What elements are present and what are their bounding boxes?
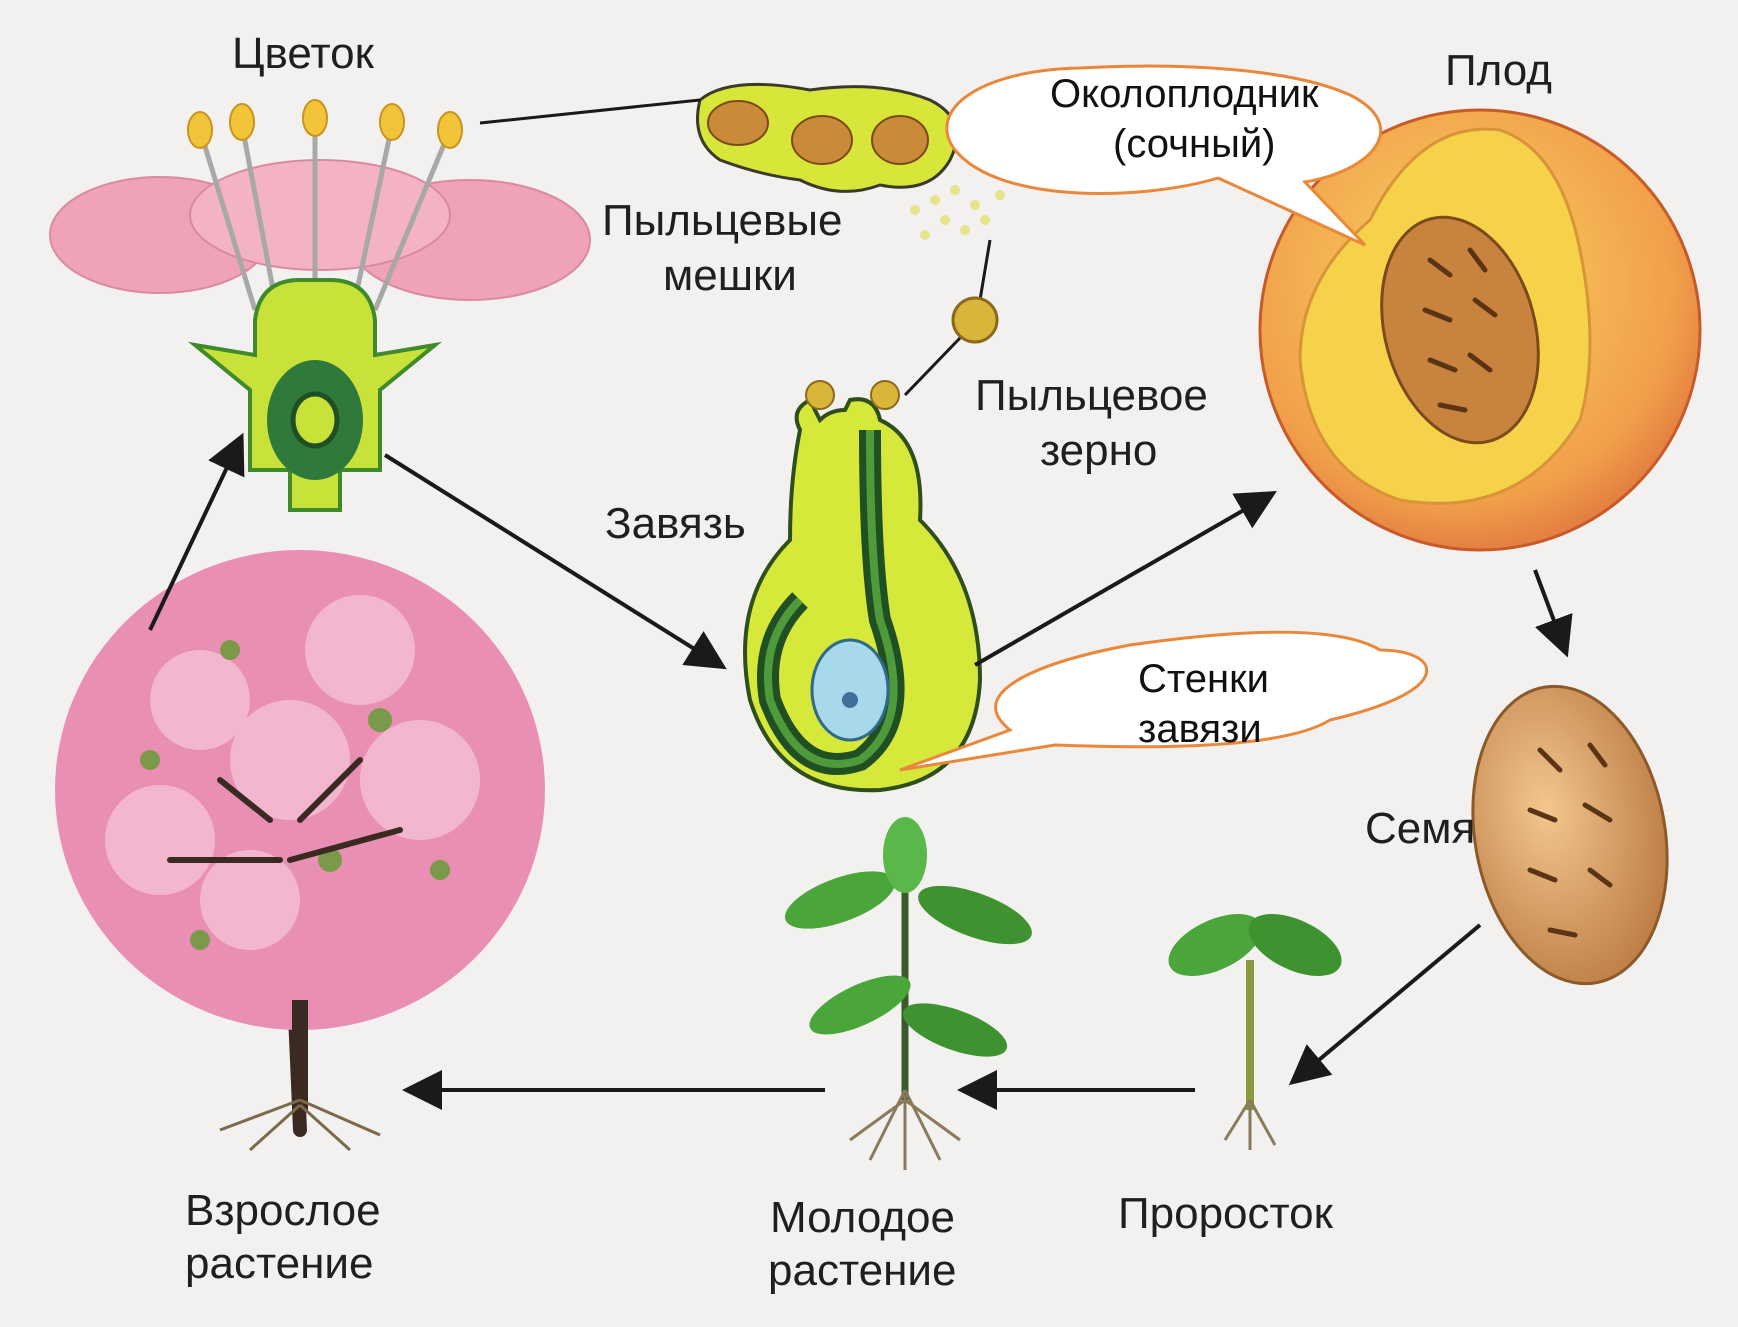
- label-pollen-grain-1: Пыльцевое: [975, 371, 1208, 420]
- callout-pericarp-line2: (сочный): [1113, 122, 1275, 166]
- label-ovary: Завязь: [605, 499, 746, 548]
- label-sprout: Проросток: [1118, 1189, 1334, 1238]
- label-flower: Цветок: [232, 29, 375, 78]
- callout-ovary-walls-line1: Стенки: [1138, 657, 1269, 701]
- label-young-plant-1: Молодое: [770, 1193, 955, 1242]
- label-young-plant-2: растение: [768, 1246, 956, 1295]
- label-pollen-sacs-1: Пыльцевые: [602, 196, 843, 245]
- callout-pericarp-line1: Околоплодник: [1050, 72, 1319, 116]
- label-adult-plant-1: Взрослое: [185, 1186, 381, 1235]
- label-fruit: Плод: [1445, 46, 1552, 95]
- label-seed: Семя: [1365, 804, 1475, 853]
- callout-ovary-walls-line2: завязи: [1138, 707, 1262, 751]
- label-pollen-grain-2: зерно: [1040, 426, 1157, 475]
- label-adult-plant-2: растение: [185, 1239, 373, 1288]
- label-pollen-sacs-2: мешки: [663, 251, 797, 300]
